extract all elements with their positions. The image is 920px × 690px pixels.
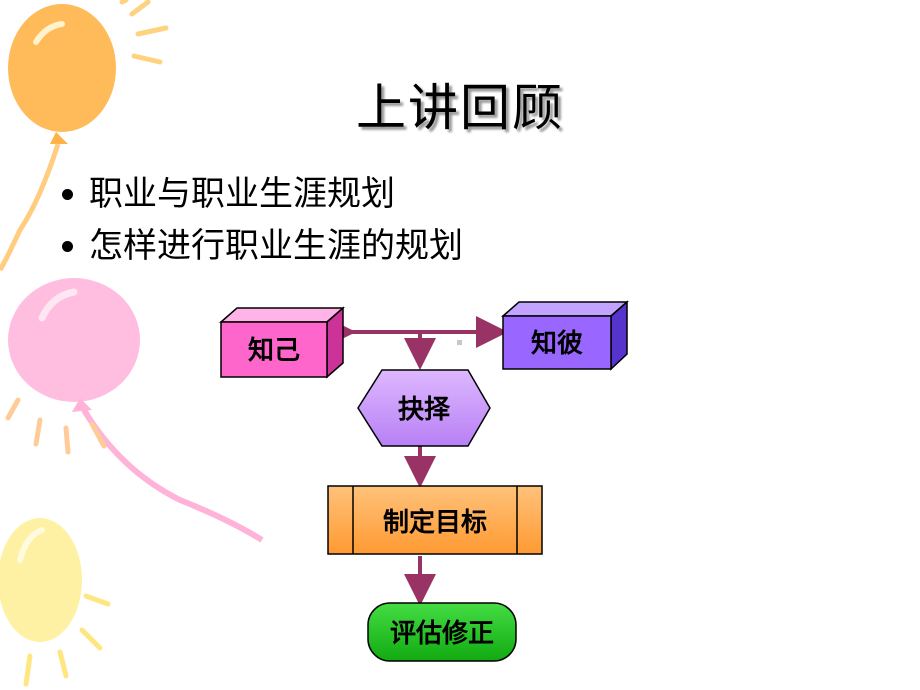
- node-label: 知彼: [531, 329, 583, 359]
- bullet-dot-icon: [62, 188, 73, 200]
- node-choose: 抉择: [357, 369, 491, 447]
- bullet-dot-icon: [62, 240, 73, 252]
- node-label: 评估修正: [390, 618, 494, 649]
- pink-balloon-icon: [5, 278, 264, 543]
- node-label: 抉择: [398, 395, 451, 425]
- bullet-item: 怎样进行职业生涯的规划: [62, 220, 463, 272]
- bullet-text: 职业与职业生涯规划: [89, 174, 395, 214]
- node-set-goal: 制定目标: [327, 485, 543, 555]
- orange-balloon-icon: [0, 0, 169, 272]
- node-evaluate: 评估修正: [367, 602, 517, 662]
- slide-title: 上讲回顾: [356, 79, 564, 137]
- node-know-self: 知己: [219, 306, 345, 379]
- yellow-balloon-icon: [0, 518, 111, 687]
- bullet-text: 怎样进行职业生涯的规划: [89, 226, 463, 266]
- node-label: 知己: [248, 336, 300, 366]
- small-marker: [457, 340, 462, 345]
- bullet-item: 职业与职业生涯规划: [62, 168, 463, 220]
- node-know-other: 知彼: [501, 300, 629, 371]
- node-label: 制定目标: [383, 507, 487, 538]
- bullet-list: 职业与职业生涯规划 怎样进行职业生涯的规划: [62, 168, 463, 272]
- connector-arrows: [324, 316, 508, 606]
